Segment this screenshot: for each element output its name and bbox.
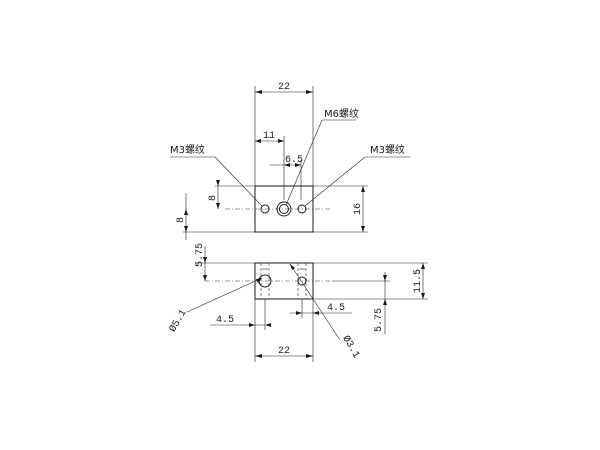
arrow xyxy=(255,90,262,94)
dia-5-1-leader xyxy=(186,277,263,313)
arrow xyxy=(290,264,295,270)
dim-8-outer-label: 8 xyxy=(176,217,187,223)
arrow xyxy=(306,354,313,358)
arrow xyxy=(278,139,284,143)
arrow xyxy=(203,275,207,281)
arrow xyxy=(255,139,261,143)
m6-hole-inner xyxy=(279,204,289,214)
m6-hole-outer xyxy=(276,201,292,217)
arrow xyxy=(361,226,365,232)
dim-11-5-label: 11.5 xyxy=(413,269,424,293)
dim-16-label: 16 xyxy=(353,203,364,215)
m3-hole-left xyxy=(260,204,270,214)
front-view: 22 11 6.5 M6螺纹 M3螺纹 M3螺纹 16 xyxy=(170,82,410,240)
arrow xyxy=(284,163,290,167)
dia-3-1-label: Ø3.1 xyxy=(340,334,362,361)
arrow xyxy=(265,323,271,327)
arrow xyxy=(255,354,262,358)
arrow xyxy=(249,323,255,327)
dia-5-1-label: Ø5.1 xyxy=(167,308,189,335)
arrow xyxy=(313,311,319,315)
arrow xyxy=(383,275,387,281)
m3-left-leader xyxy=(214,156,263,207)
m3-right-callout: M3螺纹 xyxy=(370,143,405,156)
arrow xyxy=(361,186,365,192)
m6-thread-callout: M6螺纹 xyxy=(324,107,359,120)
dim-4-5-left-label: 4.5 xyxy=(216,315,234,326)
dim-6-5-label: 6.5 xyxy=(285,155,303,166)
arrow xyxy=(296,311,302,315)
arrow xyxy=(216,203,220,209)
arrow xyxy=(306,90,313,94)
m6-leader xyxy=(285,119,323,206)
m3-right-leader xyxy=(304,156,366,207)
arrow xyxy=(203,257,207,263)
dim-22-bottom-label: 22 xyxy=(278,346,290,357)
dia-3-1-leader xyxy=(289,263,341,341)
top-block-outline xyxy=(254,262,314,300)
arrow xyxy=(421,263,425,269)
arrow xyxy=(216,180,220,186)
dim-8-inner-label: 8 xyxy=(208,195,219,201)
dim-11-label: 11 xyxy=(263,131,275,142)
arrow xyxy=(421,293,425,299)
arrow xyxy=(184,226,188,232)
m3-hole-right xyxy=(297,204,307,214)
arrow xyxy=(383,299,387,305)
dim-22-label: 22 xyxy=(278,82,290,93)
arrow xyxy=(295,163,301,167)
dim-5-75-bottom-label: 5.75 xyxy=(374,308,385,332)
dim-4-5-right-label: 4.5 xyxy=(327,303,345,314)
top-view: 5.75 11.5 5.75 4.5 4.5 22 xyxy=(167,243,428,362)
dia-3-1-hole xyxy=(297,276,307,286)
dim-5-75-top-label: 5.75 xyxy=(195,243,206,267)
arrow xyxy=(184,209,188,215)
m3-left-callout: M3螺纹 xyxy=(170,143,205,156)
arrow xyxy=(256,278,262,283)
